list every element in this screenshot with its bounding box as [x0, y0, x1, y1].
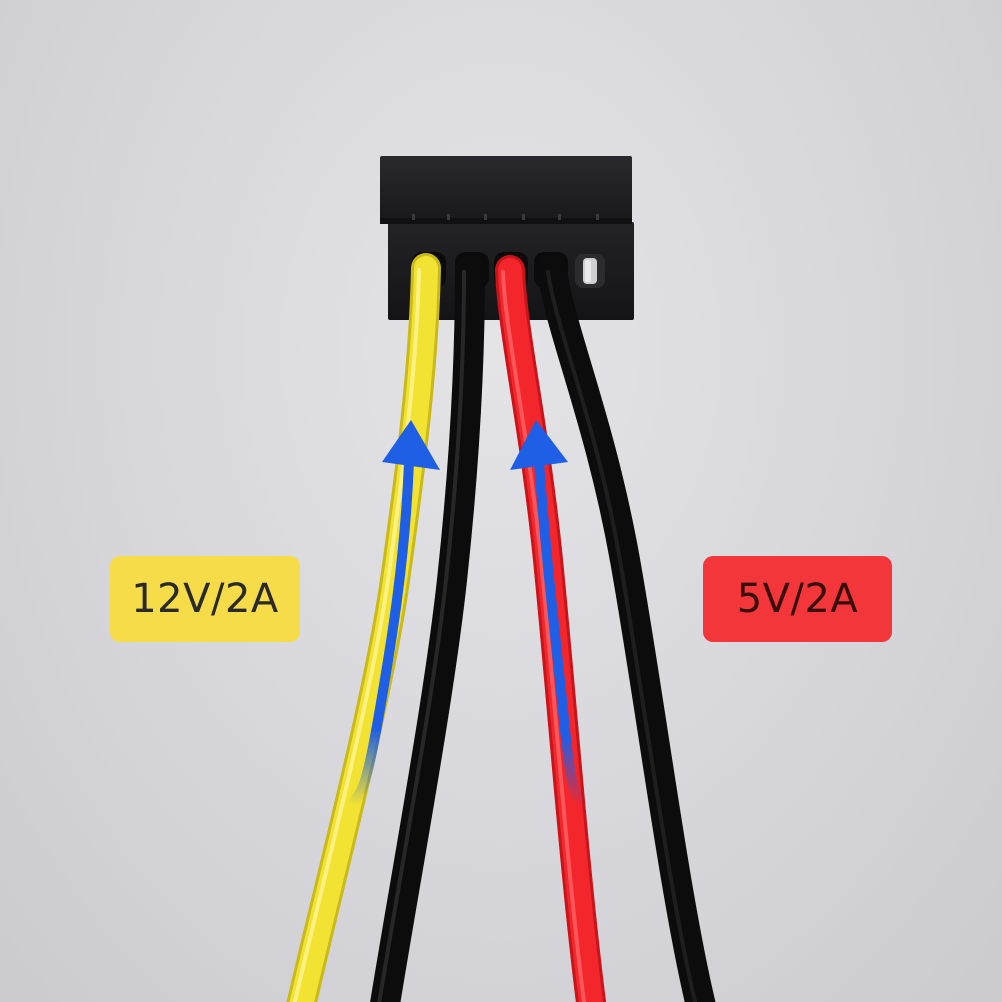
- rail-12v-badge: 12V/2A: [110, 556, 300, 642]
- wire-black-2: [537, 255, 716, 1002]
- arrow-up-icon: [510, 420, 585, 810]
- wire-black-1: [370, 255, 485, 1002]
- rail-12v-label: 12V/2A: [131, 576, 279, 622]
- rail-5v-badge: 5V/2A: [703, 556, 892, 642]
- rail-5v-label: 5V/2A: [736, 576, 859, 622]
- arrow-up-icon: [347, 420, 440, 810]
